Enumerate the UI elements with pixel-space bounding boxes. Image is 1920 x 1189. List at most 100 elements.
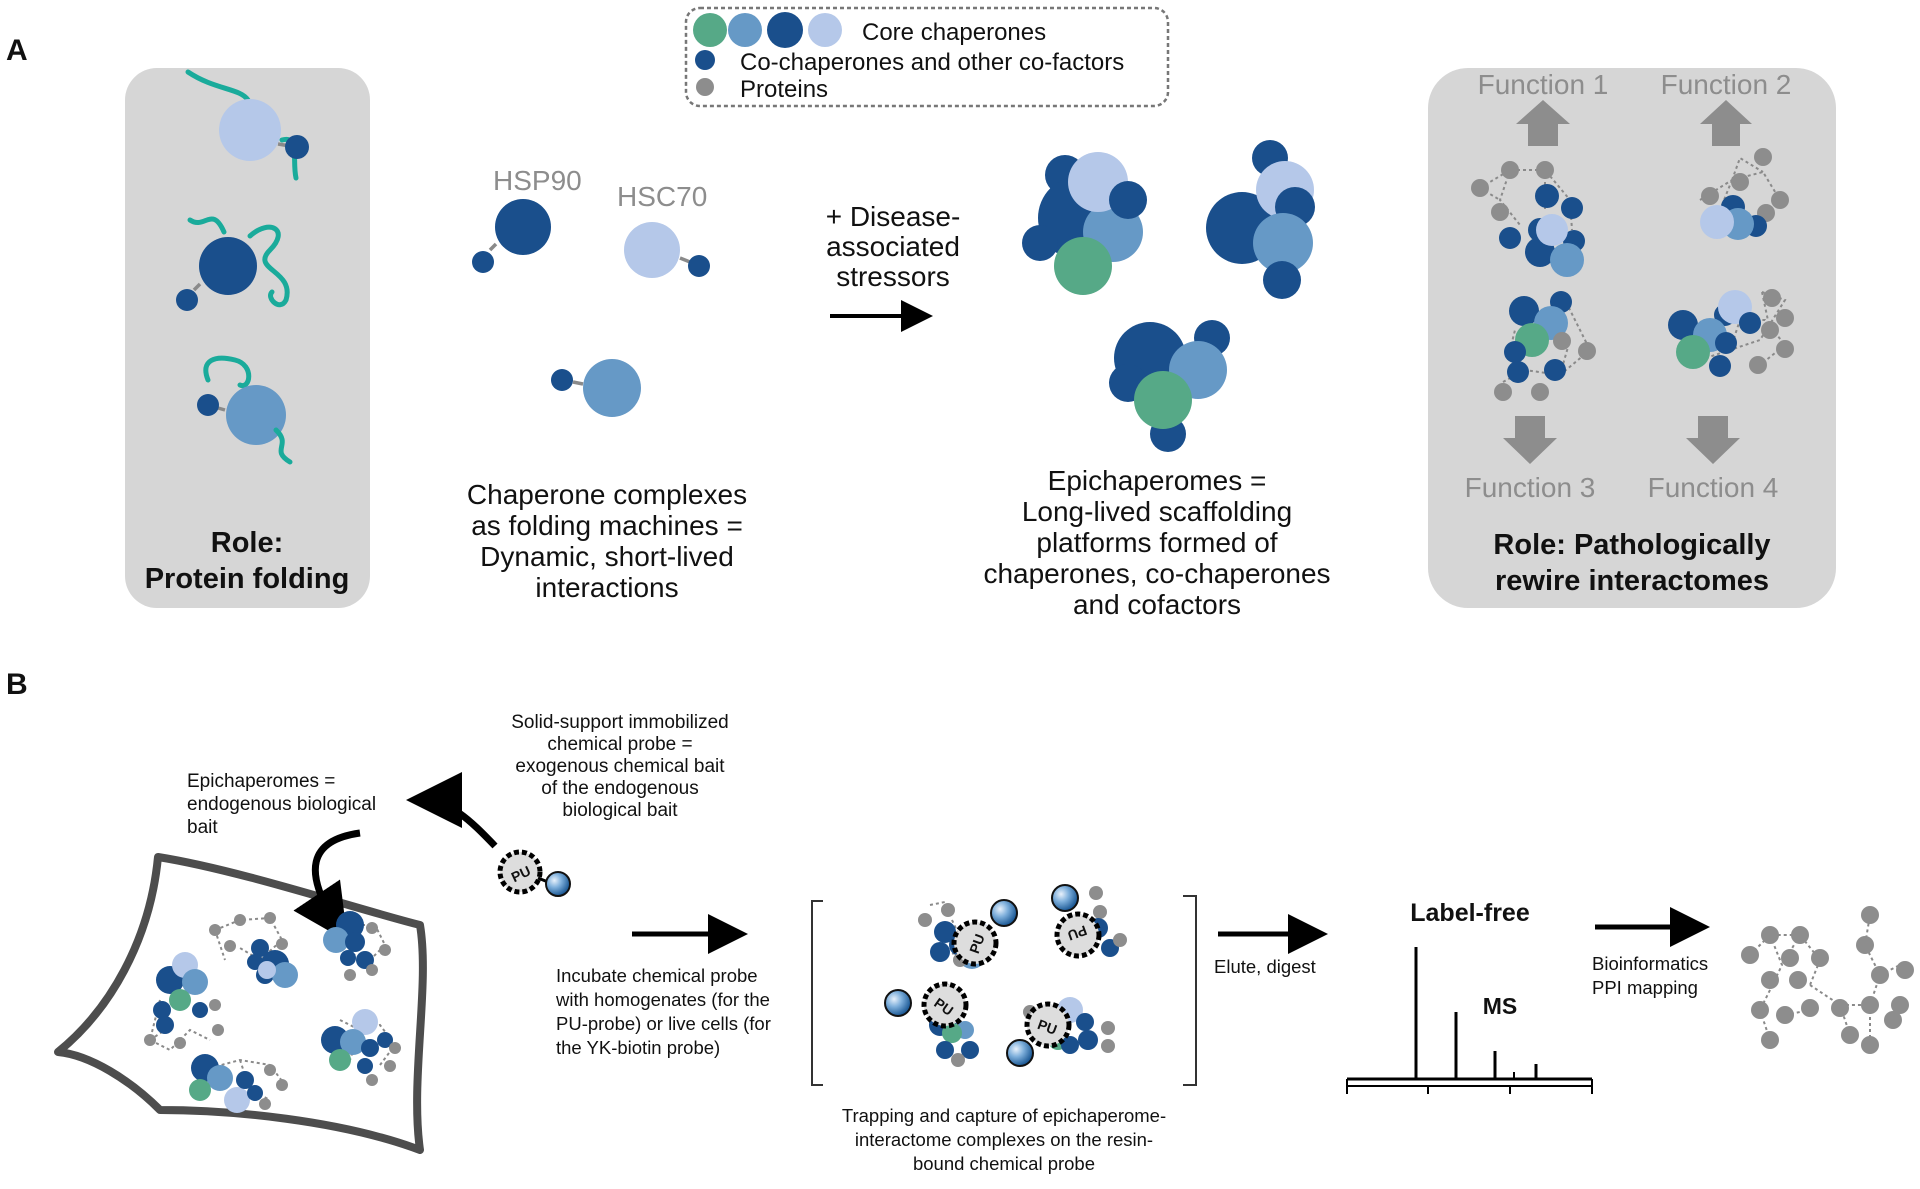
captured-complexes: PU PU PU PU [884,884,1127,1067]
incubate-line-4: the YK-biotin probe) [556,1037,720,1058]
function-4-label: Function 4 [1648,472,1779,503]
probe-arrow [406,772,498,849]
incubate-line-3: PU-probe) or live cells (for [556,1013,771,1034]
arrow-up-icon [1516,100,1570,146]
function-2-label: Function 2 [1661,69,1792,100]
epi-caption-line-4: chaperones, co-chaperones [983,558,1330,589]
mass-spectrum: Label-free MS [1346,899,1593,1094]
arrow-down-icon [1686,416,1740,464]
bioinfo-line-1: Bioinformatics [1592,953,1708,974]
elute-label: Elute, digest [1214,956,1316,977]
rewire-panel-bg [1428,68,1836,608]
trapping-line-2: interactome complexes on the resin- [855,1129,1153,1150]
light-blue-chaperone [219,99,281,161]
hsp90-label: HSP90 [493,165,582,196]
folding-role-line-1: Role: [211,527,284,559]
trapping-line-3: bound chemical probe [913,1153,1095,1174]
bioinfo-line-2: PPI mapping [1592,977,1698,998]
arrow-up-icon [1700,100,1752,146]
label-free-title: Label-free [1410,899,1530,927]
legend-swatch-dark-blue [767,12,803,48]
legend-box [684,6,1170,108]
bracket-left [811,900,823,1086]
ms-label: MS [1483,993,1518,1019]
probe-caption-line-3: exogenous chemical bait [515,756,725,777]
rewired-network-1 [1471,161,1585,277]
folding-role-line-2: Protein folding [145,563,350,595]
complexes-caption-line-2: as folding machines = [471,510,743,541]
chaperone-link [217,406,226,412]
cell-networks [144,911,401,1113]
legend-core: Core chaperones [862,19,1046,46]
dark-blue-chaperone [199,237,257,295]
panel-a-label: A [6,34,28,67]
probe-caption-line-4: of the endogenous [541,778,698,799]
legend-swatch-green [693,13,727,47]
captured-complex-4: PU [1006,997,1115,1067]
complexes-caption-line-3: Dynamic, short-lived [480,541,734,572]
chaperone-complexes: HSP90 HSC70 Chaperone complexes as foldi… [467,165,747,603]
complexes-caption-line-4: interactions [535,572,678,603]
ppi-network [1741,906,1914,1054]
svg-text:PU: PU [966,932,988,956]
epi-bait-line-3: bait [187,817,218,838]
rewire-role-line-1: Role: Pathologically [1493,529,1770,561]
arrow-down-icon [1503,416,1557,464]
epichaperome-clusters [1022,140,1315,452]
chaperone-link [572,380,584,386]
cochaperone [197,394,219,416]
trapping-line-1: Trapping and capture of epichaperome- [842,1105,1166,1126]
peptide-chain [185,69,251,103]
captured-complex-3: PU [884,981,979,1067]
rewire-panel: Function 1 Function 2 Function 3 Functio… [1428,68,1836,608]
probe-caption-line-2: chemical probe = [547,734,692,755]
epi-bait-line-1: Epichaperomes = [187,771,335,792]
cochaperone [688,255,710,277]
hsc70-label: HSC70 [617,181,707,212]
epi-caption-line-5: and cofactors [1073,589,1241,620]
legend-swatch-light-blue [808,13,842,47]
captured-complex-2: PU [1051,884,1127,959]
rewired-network-2 [1699,148,1789,240]
legend: Core chaperones Co-chaperones and other … [684,6,1170,108]
captured-complex-1: PU [918,899,1018,969]
bait-arrow [293,829,361,942]
incubate-line-2: with homogenates (for the [555,989,770,1010]
legend-cochaperones: Co-chaperones and other co-factors [740,49,1124,76]
complexes-caption-line-1: Chaperone complexes [467,479,747,510]
probe-caption-line-1: Solid-support immobilized [511,712,729,733]
mid-blue-chaperone [226,385,286,445]
stressor-line-1: + Disease- [826,201,961,232]
epi-caption-line-1: Epichaperomes = [1048,465,1267,496]
svg-text:PU: PU [1035,1016,1059,1038]
rewired-network-4 [1668,289,1794,377]
function-3-label: Function 3 [1465,472,1596,503]
epi-caption-line-2: Long-lived scaffolding [1022,496,1292,527]
stressor-line-3: stressors [836,261,950,292]
legend-proteins: Proteins [740,76,828,103]
resin-bead [545,871,571,897]
mid-blue-chaperone [583,359,641,417]
epi-bait-line-2: endogenous biological [187,794,376,815]
hsp90-chaperone [495,199,551,255]
peptide-chain [247,224,290,308]
cochaperone [551,369,573,391]
legend-swatch-mid-blue [728,13,762,47]
incubate-line-1: Incubate chemical probe [556,965,758,986]
bracket-right [1183,895,1197,1086]
cochaperone [285,135,309,159]
peptide-chain [273,427,293,465]
rewired-network-3 [1494,291,1596,401]
legend-swatch-cochaperone [695,50,715,70]
probe-dashed-ring [497,849,543,895]
hsc70-chaperone [624,222,680,278]
panel-b-label: B [6,668,28,701]
chaperone-link [679,256,691,264]
stressor-step: + Disease- associated stressors [826,201,961,332]
rewire-role-line-2: rewire interactomes [1495,565,1769,597]
legend-swatch-protein [696,78,714,96]
probe-caption-line-5: biological bait [562,800,678,821]
cochaperone [176,289,198,311]
peptide-chain [187,216,227,235]
